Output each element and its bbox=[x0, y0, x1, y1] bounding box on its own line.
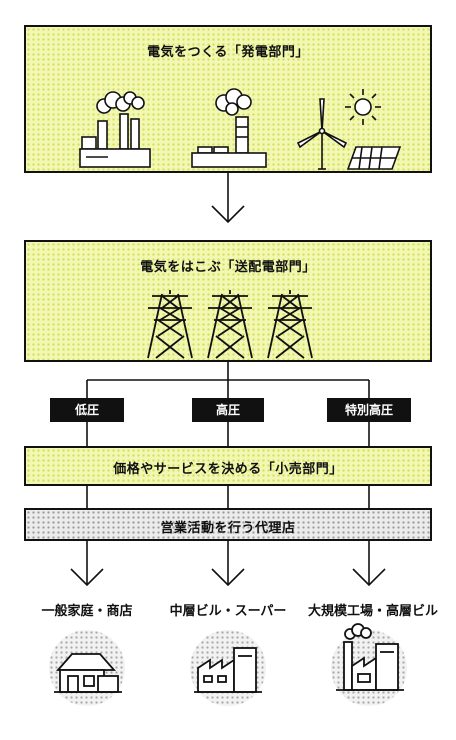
voltage-badge-extra-high: 特別高圧 bbox=[327, 398, 411, 422]
midrise-building-icon bbox=[194, 647, 262, 693]
customer-label-factory: 大規模工場・高層ビル bbox=[307, 604, 438, 619]
voltage-badge-high: 高圧 bbox=[192, 398, 264, 422]
large-factory-icon bbox=[336, 623, 404, 691]
generation-title: 電気をつくる「発電部門」 bbox=[147, 45, 309, 60]
factory-icon bbox=[79, 91, 151, 168]
customer-label-midrise: 中層ビル・スーパー bbox=[169, 604, 287, 619]
transmission-box: 電気をはこぶ「送配電部門」 bbox=[24, 240, 432, 362]
agency-box: 営業活動を行う代理店 bbox=[24, 508, 432, 541]
customer-label-household: 一般家庭・商店 bbox=[41, 604, 133, 619]
retail-box: 価格やサービスを決める「小売部門」 bbox=[24, 446, 432, 486]
retail-title: 価格やサービスを決める「小売部門」 bbox=[113, 462, 343, 477]
house-icon bbox=[54, 653, 122, 693]
transmission-title: 電気をはこぶ「送配電部門」 bbox=[140, 260, 316, 275]
agency-title: 営業活動を行う代理店 bbox=[160, 521, 296, 536]
power-plant-icon bbox=[191, 88, 267, 168]
wind-solar-icon bbox=[296, 89, 402, 170]
voltage-badge-low: 低圧 bbox=[50, 398, 124, 422]
pylons-icon bbox=[147, 290, 313, 359]
generation-box: 電気をつくる「発電部門」 bbox=[24, 25, 432, 173]
